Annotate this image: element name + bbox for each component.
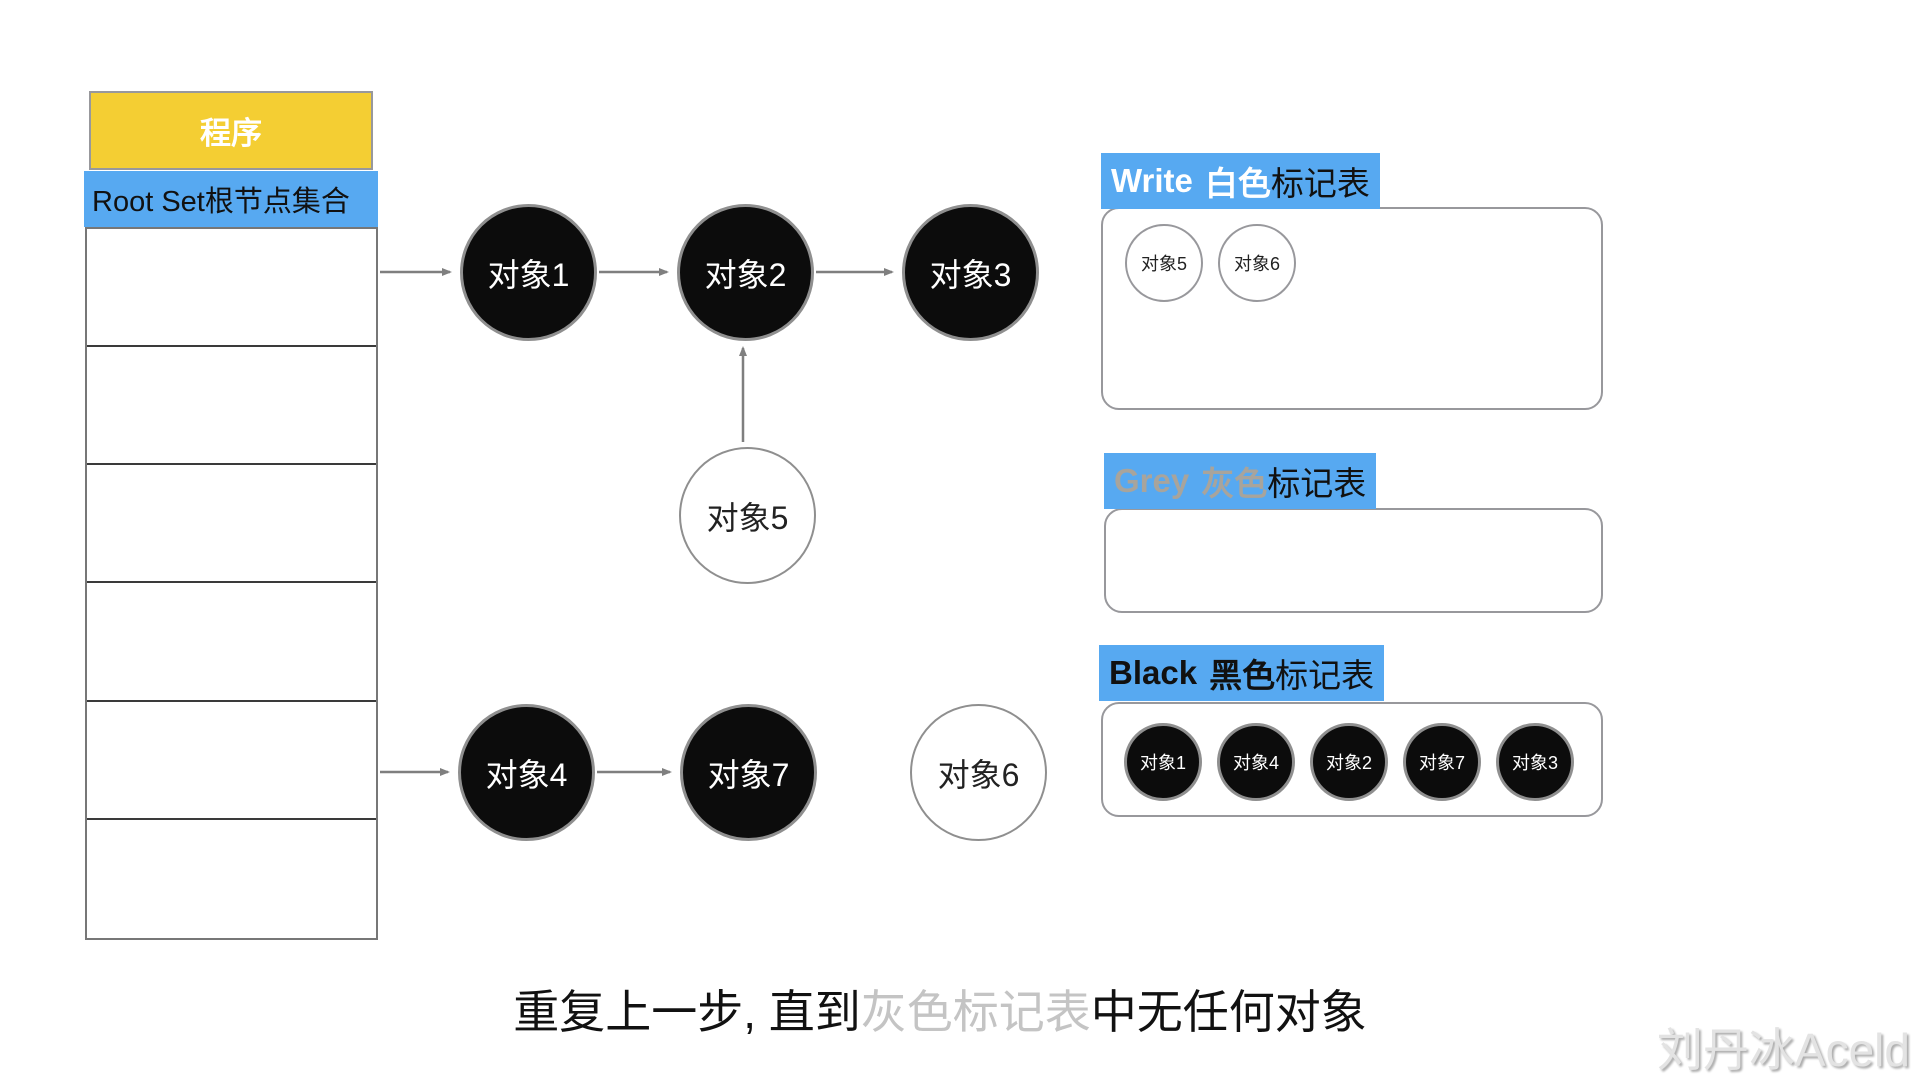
- white-table-label-en: Write: [1111, 162, 1193, 199]
- black-table-label: Black 黑色 标记表: [1099, 645, 1385, 701]
- white-table-item: 对象5: [1125, 224, 1203, 302]
- black-table-label-cn: 黑色: [1209, 657, 1276, 694]
- root-set-row: [87, 347, 376, 466]
- white-table-label: Write 白色 标记表: [1101, 153, 1380, 209]
- white-table-label-cn: 白色: [1204, 165, 1271, 202]
- root-set-row: [87, 820, 376, 938]
- program-box: 程序: [89, 91, 373, 170]
- program-label: 程序: [200, 116, 262, 151]
- grey-table-label-suffix: 标记表: [1267, 465, 1367, 502]
- root-set-table: [85, 227, 378, 940]
- caption: 重复上一步, 直到灰色标记表中无任何对象: [0, 976, 1880, 1042]
- black-table-item-label: 对象7: [1418, 753, 1465, 773]
- node-obj6: 对象6: [910, 704, 1047, 841]
- root-set-row: [87, 465, 376, 584]
- black-table-item: 对象1: [1124, 723, 1202, 801]
- node-obj7-label: 对象7: [707, 756, 790, 793]
- black-table-item-label: 对象3: [1511, 753, 1558, 773]
- node-obj5-label: 对象5: [706, 499, 789, 536]
- white-table-item: 对象6: [1218, 224, 1296, 302]
- node-obj1: 对象1: [460, 204, 597, 341]
- white-table-label-suffix: 标记表: [1270, 165, 1370, 202]
- black-table-item: 对象3: [1496, 723, 1574, 801]
- node-obj7: 对象7: [680, 704, 817, 841]
- watermark: 刘丹冰Aceld: [1657, 1014, 1910, 1080]
- node-obj2: 对象2: [677, 204, 814, 341]
- black-table-label-en: Black: [1109, 654, 1198, 691]
- grey-mark-table: [1104, 508, 1603, 613]
- grey-table-label-cn: 灰色: [1201, 465, 1268, 502]
- node-obj4: 对象4: [458, 704, 595, 841]
- root-set-header: Root Set根节点集合: [84, 171, 378, 227]
- grey-table-label: Grey 灰色 标记表: [1104, 453, 1377, 509]
- node-obj5: 对象5: [679, 447, 816, 584]
- black-table-item: 对象7: [1403, 723, 1481, 801]
- node-obj2-label: 对象2: [704, 256, 787, 293]
- node-obj4-label: 对象4: [485, 756, 568, 793]
- node-obj6-label: 对象6: [937, 756, 1020, 793]
- white-table-item-label: 对象6: [1233, 254, 1280, 274]
- root-set-label: Root Set根节点集合: [92, 186, 350, 218]
- black-table-item: 对象4: [1217, 723, 1295, 801]
- black-table-item-label: 对象4: [1232, 753, 1279, 773]
- node-obj3-label: 对象3: [929, 256, 1012, 293]
- root-set-row: [87, 583, 376, 702]
- black-table-item-label: 对象1: [1139, 753, 1186, 773]
- black-table-item: 对象2: [1310, 723, 1388, 801]
- white-mark-table: 对象5 对象6: [1101, 207, 1603, 410]
- caption-part2: 中无任何对象: [1090, 986, 1367, 1038]
- white-table-item-label: 对象5: [1140, 254, 1187, 274]
- grey-table-label-en: Grey: [1114, 462, 1190, 499]
- root-set-row: [87, 229, 376, 348]
- black-mark-table: 对象1 对象4 对象2 对象7 对象3: [1101, 702, 1603, 817]
- caption-part1: 重复上一步, 直到: [513, 986, 861, 1038]
- node-obj1-label: 对象1: [487, 256, 570, 293]
- black-table-label-suffix: 标记表: [1275, 657, 1375, 694]
- caption-highlight: 灰色标记表: [860, 986, 1091, 1038]
- node-obj3: 对象3: [902, 204, 1039, 341]
- watermark-text: 刘丹冰Aceld: [1656, 1024, 1910, 1076]
- root-set-row: [87, 702, 376, 820]
- black-table-item-label: 对象2: [1325, 753, 1372, 773]
